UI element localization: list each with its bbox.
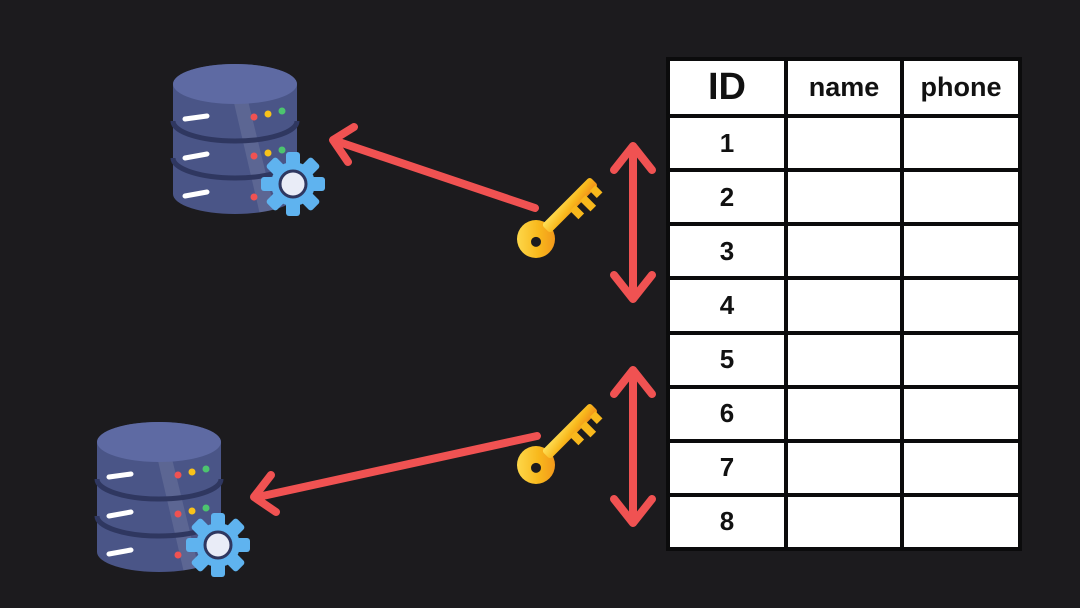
- cell-name: [784, 438, 904, 497]
- table-row: 1: [666, 114, 1022, 173]
- cell-id: 7: [666, 438, 788, 497]
- table-row: 6: [666, 384, 1022, 443]
- cell-id: 2: [666, 168, 788, 227]
- gear-icon: [261, 152, 325, 216]
- cell-name: [784, 114, 904, 173]
- cell-name: [784, 276, 904, 335]
- column-header-id: ID: [666, 56, 788, 119]
- table-row: 8: [666, 492, 1022, 552]
- cell-phone: [900, 276, 1022, 335]
- cell-name: [784, 492, 904, 552]
- table-header-row: ID name phone: [666, 56, 1022, 119]
- gear-icon: [186, 513, 250, 577]
- column-header-phone: phone: [900, 56, 1022, 119]
- cell-phone: [900, 222, 1022, 281]
- cell-id: 1: [666, 114, 788, 173]
- table-row: 4: [666, 276, 1022, 335]
- range-arrow-rows-5-8: [610, 366, 656, 527]
- cell-id: 4: [666, 276, 788, 335]
- table-row: 5: [666, 330, 1022, 389]
- cell-id: 8: [666, 492, 788, 552]
- cell-name: [784, 222, 904, 281]
- cell-phone: [900, 114, 1022, 173]
- cell-phone: [900, 168, 1022, 227]
- cell-id: 6: [666, 384, 788, 443]
- cell-phone: [900, 330, 1022, 389]
- key-icon: [517, 404, 603, 484]
- cell-phone: [900, 492, 1022, 552]
- table-row: 2: [666, 168, 1022, 227]
- arrow-to-bottom-database: [250, 432, 541, 516]
- cell-name: [784, 384, 904, 443]
- data-table: ID name phone 1 2 3 4 5 6 7 8: [666, 56, 1022, 552]
- range-arrow-rows-1-4: [610, 142, 656, 303]
- key-icon: [517, 178, 603, 258]
- cell-name: [784, 168, 904, 227]
- cell-phone: [900, 384, 1022, 443]
- table-row: 7: [666, 438, 1022, 497]
- cell-id: 5: [666, 330, 788, 389]
- cell-name: [784, 330, 904, 389]
- cell-phone: [900, 438, 1022, 497]
- cell-id: 3: [666, 222, 788, 281]
- database-icon: [170, 64, 300, 214]
- arrow-to-top-database: [329, 123, 539, 212]
- column-header-name: name: [784, 56, 904, 119]
- table-row: 3: [666, 222, 1022, 281]
